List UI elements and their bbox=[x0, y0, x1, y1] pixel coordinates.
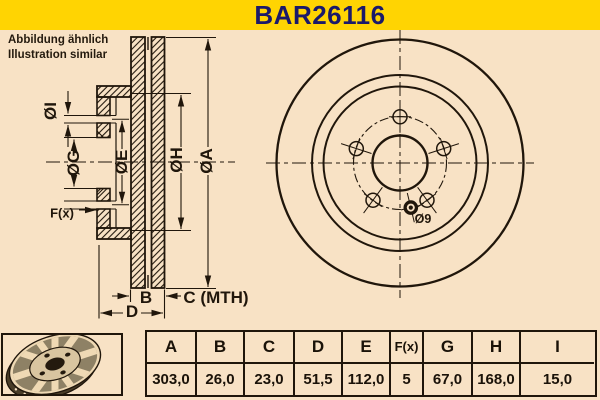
dim-label-i: ØI bbox=[41, 102, 60, 120]
table-value-cell: 23,0 bbox=[245, 363, 295, 395]
dim-label-h: ØH bbox=[167, 147, 186, 173]
table-value-cell: 112,0 bbox=[343, 363, 391, 395]
cross-section-view bbox=[46, 36, 235, 319]
bell-wall-seg bbox=[96, 187, 111, 202]
dimensions-table: A B C D E F(x) G H I 303,0 26,0 23,0 51,… bbox=[145, 330, 597, 397]
bell-wall-seg bbox=[96, 96, 111, 117]
dim-label-a: ØA bbox=[197, 148, 216, 174]
table-header-cell: E bbox=[343, 332, 391, 364]
table-header-cell: I bbox=[521, 332, 594, 364]
friction-plate-left bbox=[130, 36, 146, 289]
dim-label-b: B bbox=[139, 288, 153, 307]
dim-label-d: D bbox=[125, 302, 139, 321]
page-title: BAR26116 bbox=[254, 0, 386, 30]
dim-label-g: ØG bbox=[64, 149, 83, 177]
friction-plate-right bbox=[150, 36, 166, 289]
title-banner: BAR26116 bbox=[0, 0, 600, 30]
table-value-cell: 15,0 bbox=[542, 370, 573, 388]
product-thumbnail-box bbox=[1, 326, 123, 400]
table-value-cell: 168,0 bbox=[473, 363, 521, 395]
similarity-note-de: Abbildung ähnlich bbox=[8, 34, 109, 46]
brake-disc-thumbnail bbox=[5, 326, 104, 400]
dim-label-screw: Ø9 bbox=[414, 212, 432, 226]
table-value-cell: 303,0 bbox=[147, 363, 197, 395]
table-value-cell: 26,0 bbox=[197, 363, 245, 395]
table-value-cell: 5 bbox=[391, 363, 424, 395]
set-screw-hole bbox=[400, 192, 421, 223]
table-header-cell: H bbox=[473, 332, 521, 364]
table-header-cell: G bbox=[424, 332, 473, 364]
bolt-hole-ticks bbox=[340, 100, 460, 214]
bell-wall-seg bbox=[96, 122, 111, 139]
dim-label-c: C (MTH) bbox=[183, 288, 249, 307]
dimension-lines bbox=[64, 36, 216, 319]
front-view bbox=[266, 30, 534, 298]
table-header-cell: A bbox=[147, 332, 197, 364]
table-value-cell: 51,5 bbox=[295, 363, 343, 395]
bell-wall-seg bbox=[96, 208, 111, 229]
dim-label-f: F(x) bbox=[50, 205, 74, 221]
table-header-cell: D bbox=[295, 332, 343, 364]
dim-label-e: ØE bbox=[112, 149, 131, 175]
table-header-cell: C bbox=[245, 332, 295, 364]
similarity-note: Abbildung ähnlich Illustration similar bbox=[8, 33, 108, 63]
table-header-cell: F(x) bbox=[391, 332, 424, 364]
center-bore-lines bbox=[64, 130, 110, 196]
table-header-cell: B bbox=[197, 332, 245, 364]
hat-diameter-circle bbox=[322, 85, 478, 241]
table-value-cell: 67,0 bbox=[424, 363, 473, 395]
hat-flange-bottom bbox=[96, 227, 132, 240]
friction-ring-circle bbox=[311, 74, 489, 252]
outer-diameter-circle bbox=[275, 38, 525, 288]
hat-flange-top bbox=[96, 85, 132, 98]
similarity-note-en: Illustration similar bbox=[8, 49, 108, 62]
center-bore-circle bbox=[371, 134, 429, 192]
